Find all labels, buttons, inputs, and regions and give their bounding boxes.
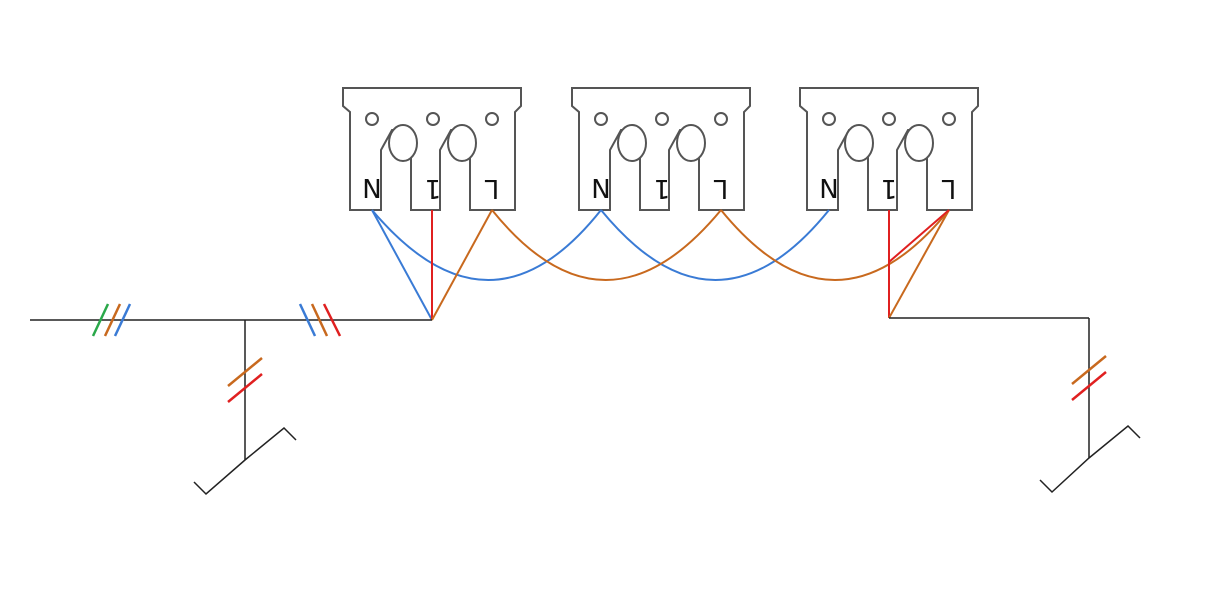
neutral-wire xyxy=(371,209,602,281)
live-core-tick xyxy=(103,303,122,337)
keyhole-icon xyxy=(617,124,647,162)
terminal-label-l: L xyxy=(713,173,728,203)
terminal-block-3: N 1 L xyxy=(799,87,979,211)
switched-live-core-tick xyxy=(1071,371,1107,401)
switch-icon xyxy=(193,426,297,496)
neutral-wire xyxy=(371,209,433,321)
terminal-label-1: 1 xyxy=(425,173,442,203)
live-wire xyxy=(720,209,950,281)
keyhole-icon xyxy=(844,124,874,162)
terminal-block-body xyxy=(571,87,751,211)
live-wire xyxy=(431,209,493,321)
cables xyxy=(30,317,1090,460)
screw-hole-icon xyxy=(942,112,956,126)
switched-live-wire xyxy=(888,209,950,263)
switched-live-core-tick xyxy=(322,303,342,337)
screw-hole-icon xyxy=(426,112,440,126)
screw-hole-icon xyxy=(882,112,896,126)
cable-marker-switch-right xyxy=(1071,355,1107,401)
screw-hole-icon xyxy=(485,112,499,126)
screw-hole-icon xyxy=(714,112,728,126)
keyhole-icon xyxy=(388,124,418,162)
terminal-block-2: N 1 L xyxy=(571,87,751,211)
cable-marker-supply xyxy=(91,303,132,337)
terminal-label-1: 1 xyxy=(881,173,898,203)
switched-live-core-tick xyxy=(227,373,263,403)
screw-hole-icon xyxy=(822,112,836,126)
switch-icon xyxy=(1039,424,1141,494)
terminal-block-body xyxy=(799,87,979,211)
screw-hole-icon xyxy=(365,112,379,126)
live-wire xyxy=(888,209,950,319)
live-core-tick xyxy=(227,357,263,387)
neutral-core-tick xyxy=(113,303,132,337)
terminal-label-1: 1 xyxy=(654,173,671,203)
switch-icon xyxy=(193,426,297,496)
terminal-label-n: N xyxy=(591,175,610,205)
keyhole-icon xyxy=(676,124,706,162)
live-core-tick xyxy=(310,303,329,337)
live-wire xyxy=(491,209,722,281)
screw-hole-icon xyxy=(594,112,608,126)
cable-marker-feed xyxy=(298,303,342,337)
live-core-tick xyxy=(1071,355,1107,385)
keyhole-icon xyxy=(904,124,934,162)
terminal-label-l: L xyxy=(941,173,956,203)
terminal-block-1: N 1 L xyxy=(342,87,522,211)
wires xyxy=(371,209,950,321)
earth-core-tick xyxy=(91,303,110,337)
terminal-label-n: N xyxy=(362,175,381,205)
terminal-block-body xyxy=(342,87,522,211)
switch-icon xyxy=(1039,424,1141,494)
terminal-label-n: N xyxy=(819,175,838,205)
screw-hole-icon xyxy=(655,112,669,126)
terminal-label-l: L xyxy=(484,173,499,203)
neutral-wire xyxy=(600,209,830,281)
neutral-core-tick xyxy=(298,303,317,337)
cable-marker-switch-left xyxy=(227,357,263,403)
keyhole-icon xyxy=(447,124,477,162)
